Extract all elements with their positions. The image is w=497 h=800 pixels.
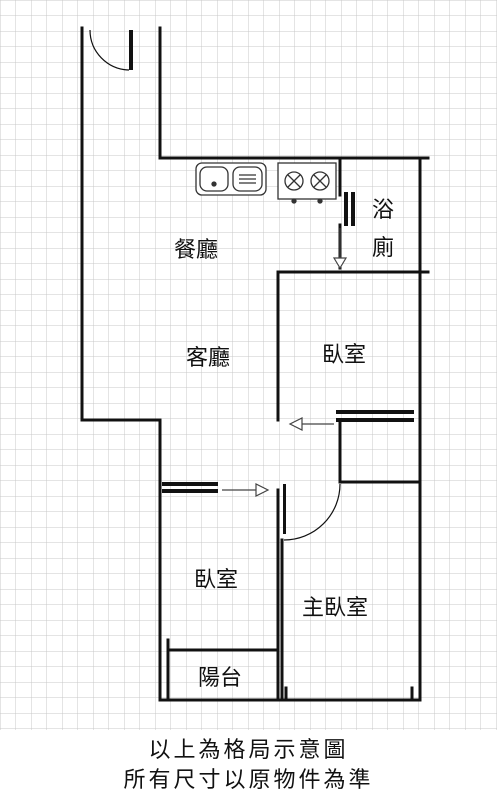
sink-icon — [195, 162, 267, 196]
arrow-down-icon — [332, 257, 348, 270]
bedroom-left-door-bar — [162, 482, 218, 486]
room-label-balcony: 陽台 — [198, 666, 243, 691]
bedroom-left-door-bar-2 — [162, 489, 218, 493]
walls — [80, 26, 430, 702]
room-label-bedroom-left: 臥室 — [194, 568, 239, 593]
arrow-right-icon — [255, 483, 270, 497]
entry-door-swing — [89, 29, 130, 71]
bath-door-bar — [344, 192, 348, 226]
arrow-left-icon — [288, 417, 303, 431]
note-line-2: 所有尺寸以原物件為準 — [123, 768, 374, 793]
door-bars — [129, 30, 414, 534]
room-label-bath-top: 浴 — [372, 198, 395, 223]
room-label-living: 客廳 — [186, 346, 231, 371]
door-swings — [89, 29, 341, 541]
arrows — [222, 228, 348, 497]
bath-door-bar-2 — [351, 192, 355, 226]
room-label-bath-bottom: 廁 — [372, 236, 395, 261]
bedroom-right-door-bar — [336, 410, 414, 414]
bedroom-right-door-bar-2 — [336, 418, 414, 422]
grid-background — [0, 0, 497, 730]
room-label-dining: 餐廳 — [174, 238, 219, 263]
note-line-1: 以上為格局示意圖 — [148, 738, 349, 763]
entry-door-leaf — [129, 30, 133, 70]
room-label-bedroom-right: 臥室 — [322, 343, 367, 368]
master-door-leaf — [283, 484, 286, 534]
master-door-swing — [283, 483, 341, 541]
room-label-master-bedroom: 主臥室 — [302, 596, 369, 621]
stove-icon — [277, 162, 337, 204]
